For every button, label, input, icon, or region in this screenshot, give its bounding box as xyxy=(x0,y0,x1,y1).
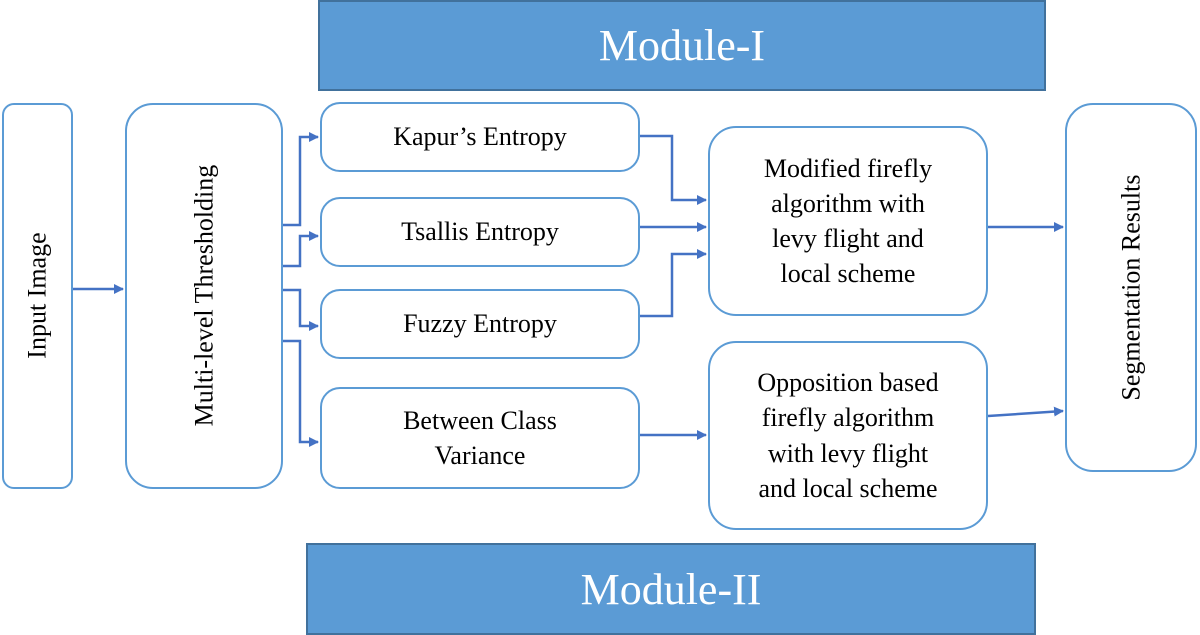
opposition-firefly-label: Opposition based firefly algorithm with … xyxy=(757,368,939,503)
between-class-variance-box: Between Class Variance xyxy=(320,387,640,489)
input-image-box: Input Image xyxy=(2,103,73,489)
tsallis-entropy-box: Tsallis Entropy xyxy=(320,197,640,267)
segmentation-results-label: Segmentation Results xyxy=(1116,174,1146,401)
input-image-label: Input Image xyxy=(22,232,52,360)
fuzzy-entropy-label: Fuzzy Entropy xyxy=(403,309,557,339)
modified-firefly-box: Modified firefly algorithm with levy fli… xyxy=(708,126,988,316)
opposition-firefly-box: Opposition based firefly algorithm with … xyxy=(708,341,988,530)
module-2-banner: Module-II xyxy=(306,543,1036,635)
kapur-entropy-box: Kapur’s Entropy xyxy=(320,102,640,172)
thresholding-label: Multi-level Thresholding xyxy=(189,165,219,427)
arrow-thresholding-to-tsallis xyxy=(283,231,319,268)
thresholding-box: Multi-level Thresholding xyxy=(125,103,283,489)
arrow-thresholding-to-kapur xyxy=(283,132,319,227)
between-class-variance-label: Between Class Variance xyxy=(403,405,557,470)
fuzzy-entropy-box: Fuzzy Entropy xyxy=(320,289,640,359)
arrow-opposition-firefly-to-results xyxy=(987,406,1064,418)
arrow-fuzzy-to-modified-firefly xyxy=(640,249,707,318)
modified-firefly-label: Modified firefly algorithm with levy fli… xyxy=(763,153,933,289)
module-1-label: Module-I xyxy=(598,21,766,70)
segmentation-results-box: Segmentation Results xyxy=(1065,103,1197,472)
module-2-label: Module-II xyxy=(580,564,762,614)
kapur-entropy-label: Kapur’s Entropy xyxy=(393,122,567,152)
arrow-kapur-to-modified-firefly xyxy=(640,134,707,205)
arrow-thresholding-to-fuzzy xyxy=(283,288,319,331)
module-1-banner: Module-I xyxy=(318,0,1046,91)
tsallis-entropy-label: Tsallis Entropy xyxy=(401,217,559,247)
arrow-thresholding-to-between-class xyxy=(283,339,319,447)
